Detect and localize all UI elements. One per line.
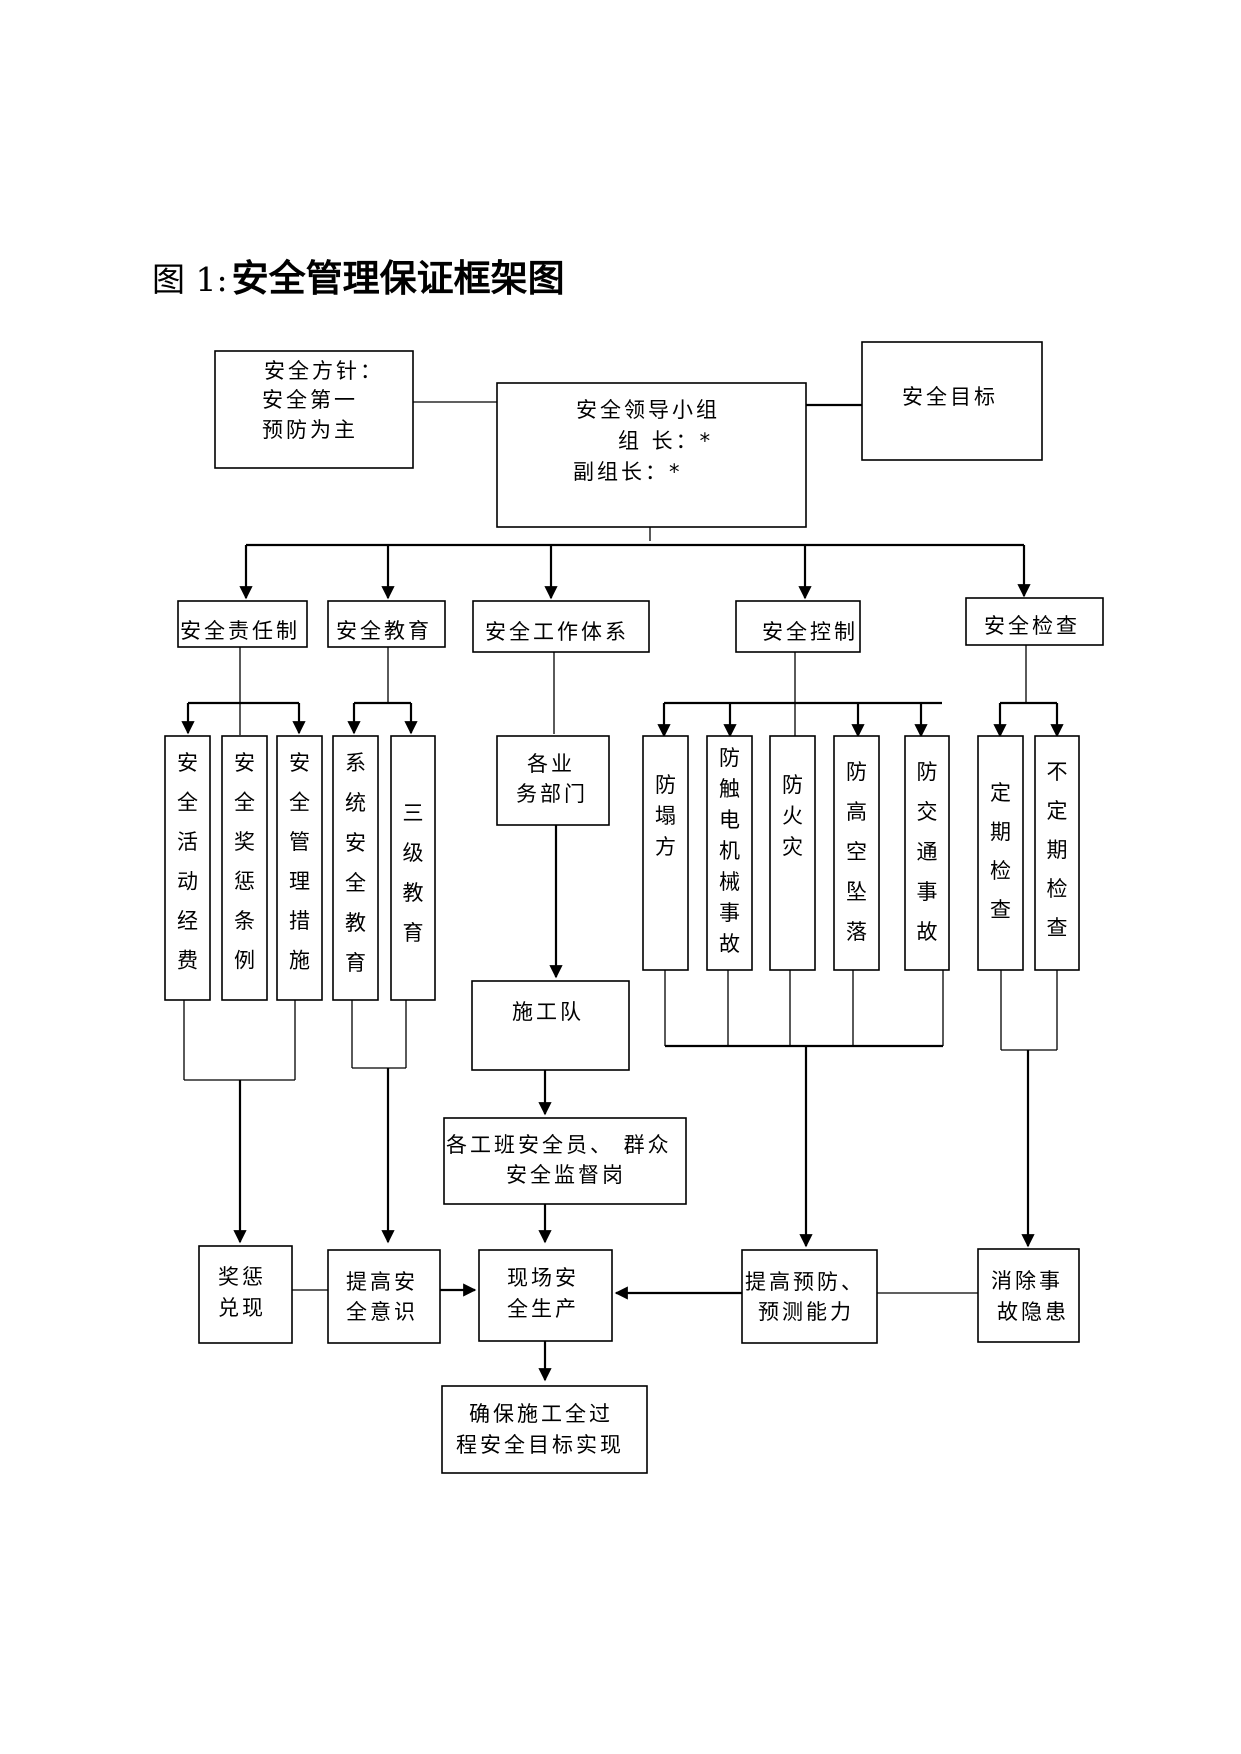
category-responsibility-label: 安全责任制 xyxy=(180,619,300,643)
final-line-1: 确保施工全过 xyxy=(469,1402,613,1426)
control-item-4: 防高空坠落 xyxy=(833,735,880,971)
departments-line-1: 各业 xyxy=(527,752,575,776)
construction-team-label: 施工队 xyxy=(512,1000,584,1024)
awareness-line-1: 提高安 xyxy=(346,1270,418,1294)
awareness-line-2: 全意识 xyxy=(346,1300,418,1324)
inspection-item-1: 定期检查 xyxy=(977,735,1024,971)
rewards-line-1: 奖惩 xyxy=(218,1265,266,1289)
supervisors-line-2: 安全监督岗 xyxy=(506,1163,626,1187)
hazards-line-2: 故隐患 xyxy=(997,1300,1069,1324)
control-item-2: 防触电机械事故 xyxy=(706,735,753,971)
inspection-item-frame xyxy=(1034,735,1080,971)
control-item-frame xyxy=(904,735,950,971)
leader-line-1: 安全领导小组 xyxy=(576,398,720,422)
site-safety-box: 现场安 全生产 xyxy=(478,1249,613,1342)
category-education: 安全教育 xyxy=(327,600,446,648)
control-item-3: 防火灾 xyxy=(769,735,816,971)
control-item-1: 防塌方 xyxy=(642,735,689,971)
category-inspection-label: 安全检查 xyxy=(984,614,1080,638)
category-inspection: 安全检查 xyxy=(965,597,1104,646)
education-item-label: 系统安全教育 xyxy=(345,751,366,975)
education-item-2: 三级教育 xyxy=(390,735,436,1001)
control-item-label: 防触电机械事故 xyxy=(719,746,740,956)
final-goal-box: 确保施工全过 程安全目标实现 xyxy=(441,1385,648,1474)
category-work-system: 安全工作体系 xyxy=(472,600,650,653)
education-item-1: 系统安全教育 xyxy=(332,735,379,1001)
responsibility-item-frame xyxy=(164,735,211,1001)
category-control-label: 安全控制 xyxy=(762,620,858,644)
education-item-frame xyxy=(332,735,379,1001)
control-item-label: 防交通事故 xyxy=(917,760,938,944)
prevention-line-2: 预测能力 xyxy=(758,1300,854,1324)
final-line-2: 程安全目标实现 xyxy=(456,1433,624,1457)
awareness-box: 提高安 全意识 xyxy=(327,1249,441,1344)
inspection-item-2: 不定期检查 xyxy=(1034,735,1080,971)
vertical-item-boxes: 安全活动经费 安全奖惩条例 安全管理措施 系统安全教育 三级教育 防塌方 防触电机械事故 防火… xyxy=(164,735,1080,1001)
policy-line-2: 安全第一 xyxy=(262,388,358,412)
departments-box: 各业 务部门 xyxy=(496,735,610,826)
page-title: 图 1: 安全管理保证框架图 xyxy=(152,248,565,302)
supervisors-line-1: 各工班安全员、 群众 xyxy=(446,1133,672,1157)
construction-team-box: 施工队 xyxy=(471,980,630,1071)
inspection-item-label: 不定期检查 xyxy=(1047,760,1068,940)
policy-line-3: 预防为主 xyxy=(262,418,358,442)
title-prefix: 图 1: xyxy=(152,260,228,299)
inspection-item-label: 定期检查 xyxy=(990,781,1011,922)
leader-line-2: 组 长：* xyxy=(618,429,713,453)
goal-box: 安全目标 xyxy=(861,341,1043,461)
leader-box: 安全领导小组 组 长：* 副组长：* xyxy=(496,382,807,528)
control-item-frame xyxy=(769,735,816,971)
control-item-5: 防交通事故 xyxy=(904,735,950,971)
prevention-line-1: 提高预防、 xyxy=(745,1270,865,1294)
rewards-line-2: 兑现 xyxy=(218,1296,266,1320)
control-item-label: 防高空坠落 xyxy=(846,760,867,944)
leader-line-3: 副组长：* xyxy=(573,460,683,484)
responsibility-item-frame xyxy=(221,735,268,1001)
category-control: 安全控制 xyxy=(735,600,861,653)
hazards-line-1: 消除事 xyxy=(991,1269,1063,1293)
connector-lines xyxy=(181,401,1064,1382)
inspection-item-frame xyxy=(977,735,1024,971)
category-education-label: 安全教育 xyxy=(336,619,432,643)
supervisors-box: 各工班安全员、 群众 安全监督岗 xyxy=(443,1117,687,1205)
control-item-frame xyxy=(706,735,753,971)
prevention-box: 提高预防、 预测能力 xyxy=(741,1249,878,1344)
title-main: 安全管理保证框架图 xyxy=(231,257,565,300)
responsibility-item-label: 安全管理措施 xyxy=(289,751,310,973)
responsibility-item-label: 安全活动经费 xyxy=(177,751,198,973)
hazards-box: 消除事 故隐患 xyxy=(977,1248,1080,1343)
control-item-frame xyxy=(642,735,689,971)
site-safety-line-1: 现场安 xyxy=(507,1266,579,1290)
control-item-frame xyxy=(833,735,880,971)
responsibility-item-frame xyxy=(276,735,323,1001)
responsibility-item-label: 安全奖惩条例 xyxy=(234,751,255,973)
education-item-label: 三级教育 xyxy=(403,801,424,945)
category-responsibility: 安全责任制 xyxy=(177,600,308,648)
departments-line-2: 务部门 xyxy=(516,782,588,806)
responsibility-item-1: 安全活动经费 xyxy=(164,735,211,1001)
control-item-label: 防塌方 xyxy=(655,773,676,859)
responsibility-item-2: 安全奖惩条例 xyxy=(221,735,268,1001)
rewards-box: 奖惩 兑现 xyxy=(198,1245,293,1344)
education-item-frame xyxy=(390,735,436,1001)
site-safety-line-2: 全生产 xyxy=(507,1297,579,1321)
category-work-system-label: 安全工作体系 xyxy=(485,620,629,644)
policy-box: 安全方针： 安全第一 预防为主 xyxy=(214,350,414,469)
goal-label: 安全目标 xyxy=(902,385,998,409)
responsibility-item-3: 安全管理措施 xyxy=(276,735,323,1001)
policy-line-1: 安全方针： xyxy=(264,359,384,383)
control-item-label: 防火灾 xyxy=(782,773,803,859)
